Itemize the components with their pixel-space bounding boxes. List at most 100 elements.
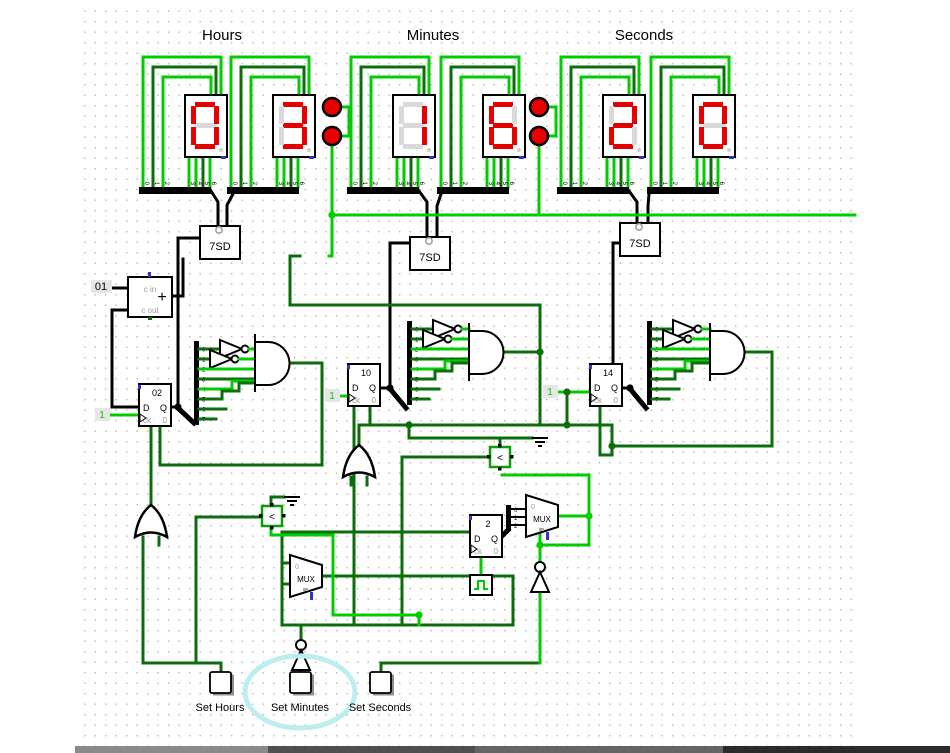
splitter-pin-label: 1 xyxy=(661,182,667,186)
set-button-minutes[interactable]: Set Minutes xyxy=(271,671,330,714)
button-face[interactable] xyxy=(209,671,232,694)
not-gate-icon xyxy=(422,328,448,350)
decimal-point xyxy=(307,148,311,152)
decimal-point xyxy=(427,148,431,152)
splitter-bar xyxy=(437,187,509,194)
constant-one: 1 xyxy=(99,410,105,421)
register-d-label: D xyxy=(594,383,601,393)
not-gate-icon xyxy=(662,328,688,350)
section-title-hours: Hours xyxy=(202,27,242,44)
splitter-pin-label: 5 xyxy=(411,182,417,186)
register-ck-label: ck xyxy=(143,416,152,425)
decoder-pin xyxy=(425,237,433,245)
wire-junction xyxy=(536,541,544,549)
wire-junction xyxy=(536,348,544,356)
splitter-pin-label: 5 xyxy=(711,182,717,186)
register-q-label: Q xyxy=(369,383,376,393)
segment-f xyxy=(191,106,196,124)
splitter-pin-label: 6 xyxy=(298,182,304,186)
wire-junction xyxy=(174,403,182,411)
not-bubble-icon xyxy=(230,354,240,364)
splitter-bar xyxy=(139,187,211,194)
splitter-pin-label: 2 xyxy=(371,182,377,186)
register-ck-label: ck xyxy=(594,396,603,405)
horizontal-scrollbar[interactable] xyxy=(75,746,950,753)
wire-junction xyxy=(626,384,634,392)
wire xyxy=(151,65,218,189)
wire xyxy=(176,236,202,409)
splitter-pin-label: 3 xyxy=(487,182,493,186)
splitter-pin-label: 2 xyxy=(671,182,677,186)
splitter-pin-label: 3 xyxy=(607,182,613,186)
segment-g xyxy=(493,123,513,128)
decimal-point xyxy=(727,148,731,152)
small-splitter: 012 xyxy=(506,505,518,531)
wire-junction xyxy=(386,384,394,392)
mux-select-mark xyxy=(303,588,308,591)
segment-d xyxy=(703,144,723,149)
adder-out-pin xyxy=(148,317,152,320)
set-button-hours[interactable]: Set Hours xyxy=(196,671,245,714)
segment-a xyxy=(613,102,633,107)
not-bubble-icon xyxy=(240,344,250,354)
button-face[interactable] xyxy=(289,671,312,694)
pin-nub xyxy=(487,455,491,459)
register-ck-label: ck xyxy=(352,396,361,405)
constant-label-bg xyxy=(95,408,110,421)
splitter-pin-label: 0 xyxy=(351,182,357,186)
segment-b xyxy=(512,106,517,124)
not-bubble-icon xyxy=(693,324,703,334)
splitter-pin-label: 2 xyxy=(461,182,467,186)
constant-label-bg xyxy=(91,280,112,293)
segment-e xyxy=(191,127,196,145)
register-value: 2 xyxy=(485,519,490,529)
segment-d xyxy=(403,144,423,149)
register-reset-label: 0 xyxy=(494,547,499,556)
wire-junction xyxy=(563,421,571,429)
splitter-pin-label: 1 xyxy=(451,182,457,186)
segment-a xyxy=(283,102,303,107)
wire xyxy=(416,188,429,239)
clock-generator xyxy=(469,574,493,596)
splitter-bar xyxy=(347,187,419,194)
section-title-seconds: Seconds xyxy=(615,27,673,44)
wire xyxy=(229,55,311,189)
splitter-pin-label: 4 xyxy=(196,182,202,186)
segment-a xyxy=(493,102,513,107)
adder-cout-label: c out xyxy=(141,306,159,315)
splitter-pin-label: 6 xyxy=(210,182,216,186)
segment-d xyxy=(283,144,303,149)
splitter-pin-label: 3 xyxy=(189,182,195,186)
register-reset-label: 0 xyxy=(163,416,168,425)
segment-c xyxy=(632,127,637,145)
wire-junction xyxy=(405,421,413,429)
wire xyxy=(459,75,511,189)
button-face[interactable] xyxy=(369,671,392,694)
splitter-pin-label: 2 xyxy=(251,182,257,186)
floating-pin xyxy=(519,156,524,159)
segment-d xyxy=(493,144,513,149)
wire xyxy=(339,105,351,138)
colon-led xyxy=(528,125,550,147)
segment-c xyxy=(422,127,427,145)
set-button-seconds[interactable]: Set Seconds xyxy=(349,671,412,714)
or-gate-icon xyxy=(341,443,377,480)
wire xyxy=(407,423,502,449)
segment-b xyxy=(302,106,307,124)
floating-pin xyxy=(729,156,734,159)
scrollbar-thumb[interactable] xyxy=(75,746,268,753)
segment-a xyxy=(403,102,423,107)
not-gate-icon xyxy=(290,647,312,671)
constant-one: 1 xyxy=(547,387,553,398)
segment-a xyxy=(703,102,723,107)
pin-nub xyxy=(498,467,502,471)
button-label: Set Seconds xyxy=(349,702,412,714)
not-gate-vertical xyxy=(529,561,551,593)
